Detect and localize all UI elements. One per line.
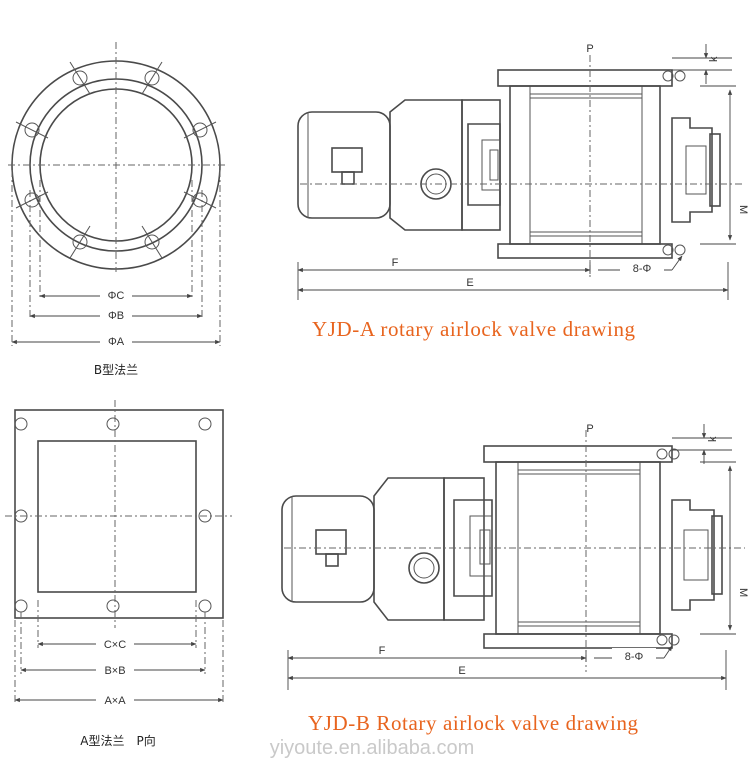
valve-b-f-label: F (379, 645, 386, 657)
dim-phi-c: ΦC (108, 290, 125, 302)
valve-a-p-label: P (586, 43, 593, 55)
valve-b-e-label: E (458, 665, 465, 677)
square-flange-view: C×C B×B A×A A型法兰 P向 (5, 400, 232, 748)
valve-b-k-label: k (707, 436, 719, 442)
bolt-holes (15, 61, 217, 259)
valve-a-m-label: M (737, 205, 749, 214)
valve-b-holes-label: 8-Φ (625, 651, 644, 663)
watermark: yiyoute.en.alibaba.com (270, 737, 475, 759)
square-flange-caption: A型法兰 P向 (80, 733, 155, 748)
round-flange-caption: B型法兰 (94, 363, 138, 377)
valve-b-m-label: M (737, 588, 749, 597)
valve-a-k-label: k (708, 56, 720, 62)
dim-phi-b: ΦB (108, 310, 124, 322)
dim-c-by-c: C×C (104, 639, 126, 651)
dim-b-by-b: B×B (104, 665, 125, 677)
valve-a-side-view: P k M F E 8-Φ (297, 43, 749, 300)
valve-a-f-label: F (392, 257, 399, 269)
valve-a-e-label: E (466, 277, 473, 289)
bolt-holes (14, 417, 212, 613)
valve-b-p-label: P (586, 423, 593, 435)
valve-b-side-view: P k M F E 8-Φ (281, 423, 749, 690)
valve-a-holes-label: 8-Φ (633, 263, 652, 275)
valve-a-title: YJD-A rotary airlock valve drawing (312, 317, 636, 341)
dim-phi-a: ΦA (108, 336, 125, 348)
valve-b-title: YJD-B Rotary airlock valve drawing (308, 711, 639, 735)
dim-a-by-a: A×A (104, 695, 126, 707)
round-flange-view: ΦC ΦB ΦA B型法兰 (8, 42, 228, 377)
